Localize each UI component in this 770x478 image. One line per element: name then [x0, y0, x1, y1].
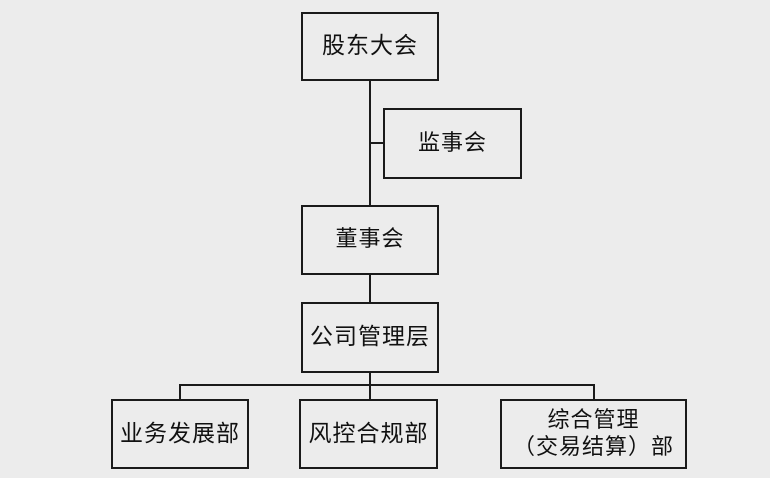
node-label-line2: （交易结算）部	[512, 435, 674, 460]
node-label: 董事会	[335, 227, 405, 253]
node-label: 业务发展部	[120, 420, 240, 447]
node-supervisory-board: 监事会	[383, 108, 522, 179]
node-label-line1: 综合管理	[547, 407, 640, 433]
node-general-management: 综合管理 （交易结算）部	[500, 399, 687, 469]
connector-supervisory-branch	[369, 142, 385, 144]
connector-drop-risk	[369, 384, 371, 401]
connector-drop-general	[593, 384, 595, 401]
node-label: 公司管理层	[310, 324, 430, 351]
node-management: 公司管理层	[301, 302, 439, 373]
connector-department-bus	[179, 384, 595, 386]
node-shareholders-meeting: 股东大会	[301, 12, 439, 81]
connector-management-down	[369, 372, 371, 385]
node-label: 股东大会	[322, 33, 418, 60]
node-business-development: 业务发展部	[111, 399, 249, 469]
node-risk-compliance: 风控合规部	[299, 399, 438, 469]
connector-board-to-management	[369, 274, 371, 304]
node-label: 风控合规部	[308, 420, 429, 447]
connector-drop-business	[179, 384, 181, 401]
node-board-of-directors: 董事会	[301, 205, 439, 275]
node-label: 监事会	[417, 130, 487, 156]
